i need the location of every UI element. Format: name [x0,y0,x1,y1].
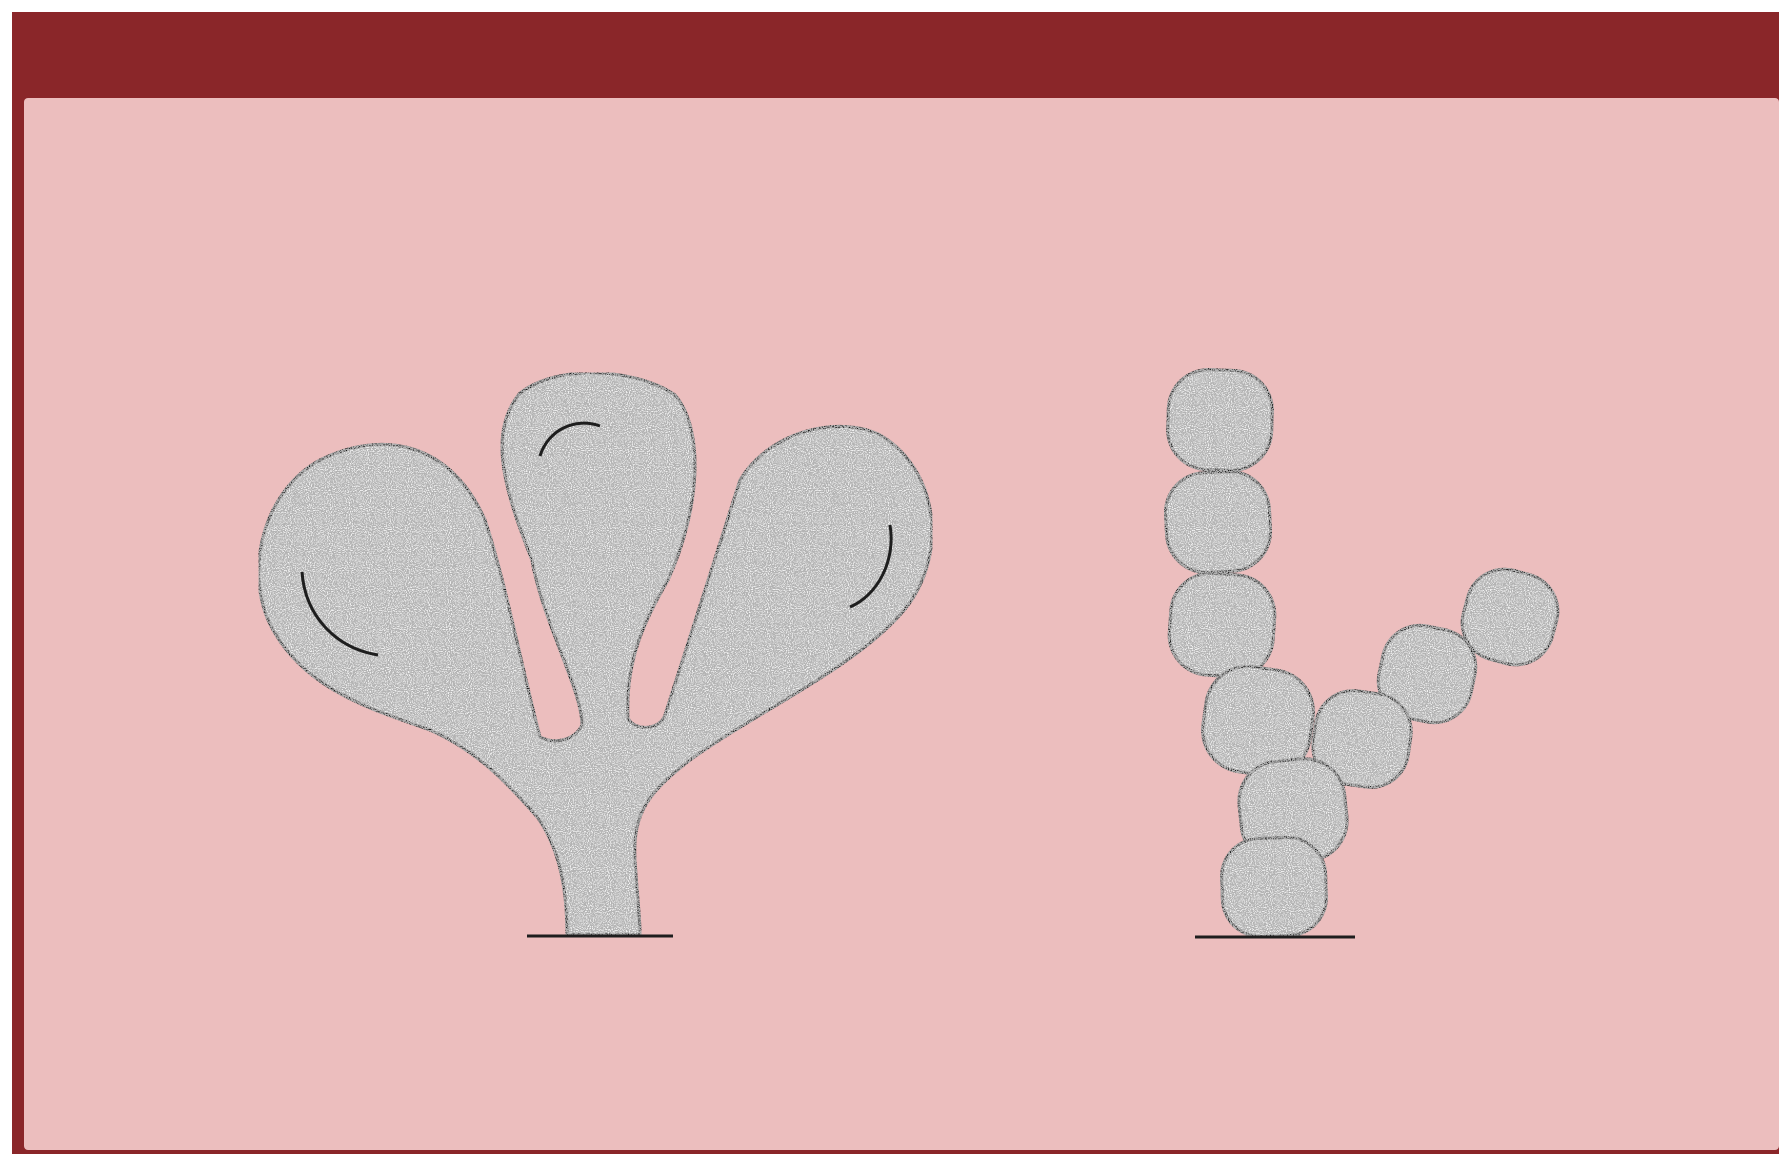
cell [1163,469,1272,574]
gland-outline [259,373,932,935]
branched-lobed-gland [259,373,932,936]
cell [1166,368,1273,472]
cell [1220,836,1327,938]
cell [1167,570,1278,679]
beaded-cell-chain [1163,368,1566,938]
